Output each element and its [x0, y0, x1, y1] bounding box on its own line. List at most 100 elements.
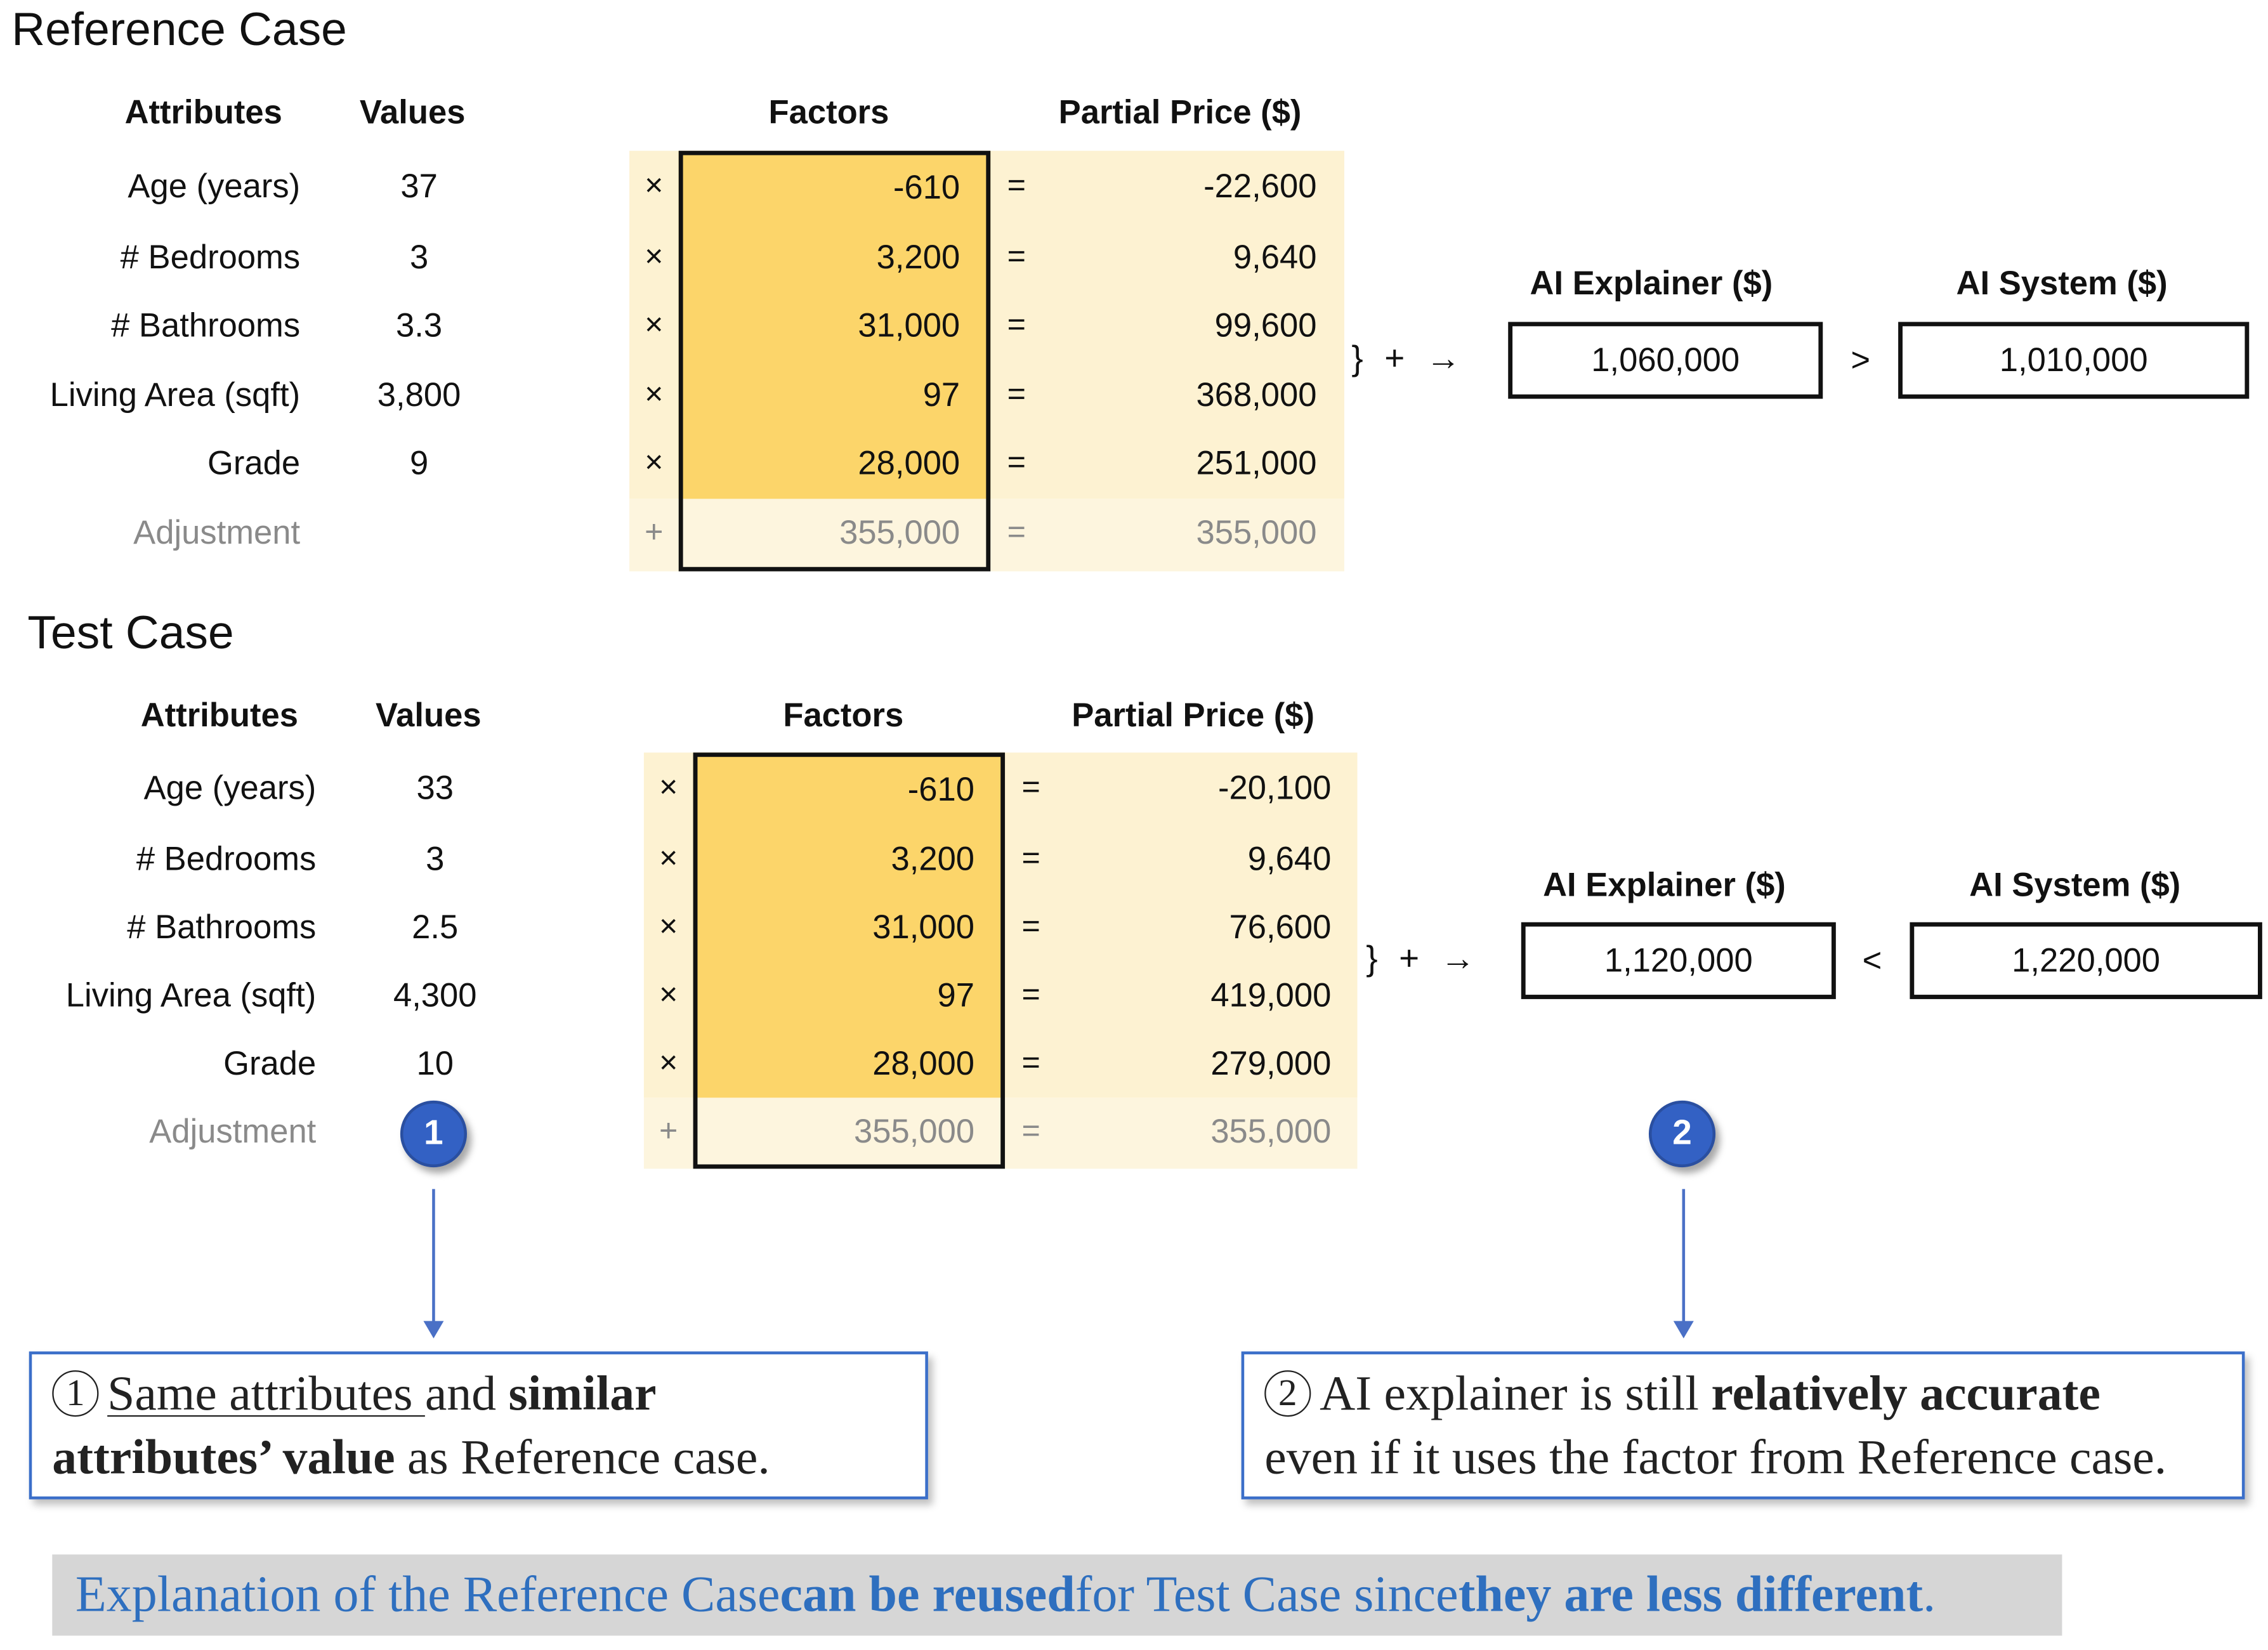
- times-operator: ×: [659, 768, 678, 805]
- factor-value: 3,200: [891, 839, 975, 877]
- connector-line-1: [432, 1189, 435, 1323]
- attributes-header: Attributes: [124, 93, 282, 131]
- equals-operator: =: [1021, 839, 1040, 876]
- partial-price-value: 99,600: [1214, 306, 1317, 344]
- arrow-down-icon: [1673, 1321, 1694, 1339]
- conclusion-emphasis: can be reused: [780, 1566, 1075, 1623]
- plus-operator: +: [659, 1112, 678, 1149]
- ai-explainer-header: AI Explainer ($): [1530, 264, 1773, 302]
- factors-highlight: [693, 752, 1006, 1098]
- attribute-label: # Bathrooms: [127, 907, 317, 946]
- times-operator: ×: [645, 376, 664, 412]
- note-text: AI explainer is still: [1320, 1367, 1712, 1422]
- attribute-label: Grade: [223, 1044, 317, 1082]
- times-operator: ×: [659, 907, 678, 945]
- factor-value: 97: [937, 976, 975, 1014]
- attribute-label: Age (years): [128, 166, 301, 205]
- partial-price-value: 368,000: [1196, 376, 1317, 414]
- adjustment-label: Adjustment: [133, 513, 301, 551]
- factor-value: 3,200: [876, 237, 960, 276]
- attribute-value: 3.3: [396, 306, 443, 344]
- attribute-label: Age (years): [143, 768, 317, 806]
- partial-price-header: Partial Price ($): [1072, 696, 1315, 734]
- attribute-value: 3,800: [377, 376, 461, 414]
- note-text: as Reference case.: [395, 1431, 770, 1485]
- partial-price-value: 419,000: [1210, 976, 1332, 1014]
- times-operator: ×: [645, 166, 664, 204]
- adjustment-partial: 355,000: [1196, 513, 1317, 551]
- reference-case-title: Reference Case: [11, 3, 347, 55]
- equals-operator: =: [1007, 237, 1026, 275]
- partial-price-value: 9,640: [1247, 839, 1332, 877]
- times-operator: ×: [645, 443, 664, 480]
- factor-value: 31,000: [858, 306, 960, 344]
- attribute-value: 3: [426, 839, 445, 877]
- comparison-symbol: >: [1851, 341, 1871, 379]
- equals-operator: =: [1021, 976, 1040, 1012]
- times-operator: ×: [659, 839, 678, 876]
- note-text: and: [424, 1367, 509, 1422]
- attribute-value: 37: [400, 166, 438, 205]
- note-emphasis: attributes’ value: [52, 1431, 395, 1485]
- adjustment-partial: 355,000: [1210, 1112, 1332, 1150]
- note-text: even if it uses the factor from Referenc…: [1264, 1431, 2167, 1485]
- sum-arrow: } + →: [1366, 940, 1476, 979]
- factor-value: -610: [907, 769, 975, 808]
- note-text: Same attributes: [107, 1367, 425, 1422]
- conclusion-banner: Explanation of the Reference Case can be…: [52, 1554, 2062, 1636]
- values-header: Values: [359, 93, 466, 131]
- note-emphasis: similar: [508, 1367, 657, 1422]
- partial-price-value: 279,000: [1210, 1044, 1332, 1082]
- factors-header: Factors: [783, 696, 904, 734]
- equals-operator: =: [1021, 1112, 1040, 1149]
- connector-line-2: [1682, 1189, 1686, 1323]
- marker-2: 2: [1648, 1100, 1716, 1168]
- attribute-label: Grade: [207, 443, 301, 481]
- partial-price-value: -22,600: [1203, 166, 1317, 205]
- attribute-label: # Bathrooms: [111, 306, 301, 344]
- plus-operator: +: [645, 513, 664, 550]
- attribute-value: 9: [409, 443, 429, 481]
- equals-operator: =: [1021, 768, 1040, 805]
- factor-value: -610: [893, 168, 960, 206]
- note-number: 1: [52, 1370, 99, 1417]
- ai-system-header: AI System ($): [1969, 865, 2181, 904]
- equals-operator: =: [1007, 306, 1026, 343]
- equals-operator: =: [1007, 376, 1026, 412]
- equals-operator: =: [1007, 166, 1026, 204]
- attribute-label: Living Area (sqft): [49, 376, 301, 414]
- attribute-value: 3: [409, 237, 429, 276]
- equals-operator: =: [1007, 443, 1026, 480]
- marker-1: 1: [400, 1100, 468, 1168]
- comparison-symbol: <: [1862, 941, 1882, 979]
- conclusion-text: .: [1923, 1566, 1936, 1623]
- attribute-value: 2.5: [412, 907, 459, 946]
- arrow-down-icon: [423, 1321, 444, 1339]
- conclusion-text: for Test Case since: [1075, 1566, 1458, 1623]
- partial-price-value: 9,640: [1233, 237, 1317, 276]
- attribute-label: # Bedrooms: [120, 237, 301, 276]
- values-header: Values: [376, 696, 482, 734]
- ai-system-header: AI System ($): [1956, 264, 2168, 302]
- partial-price-header: Partial Price ($): [1058, 93, 1302, 131]
- ai-explainer-result: 1,120,000: [1521, 922, 1836, 999]
- attribute-label: # Bedrooms: [136, 839, 317, 877]
- times-operator: ×: [645, 237, 664, 275]
- attribute-value: 33: [416, 768, 454, 806]
- attribute-value: 4,300: [393, 976, 477, 1014]
- times-operator: ×: [659, 976, 678, 1012]
- test-case-title: Test Case: [27, 606, 234, 658]
- factors-header: Factors: [768, 93, 889, 131]
- times-operator: ×: [645, 306, 664, 343]
- conclusion-emphasis: they are less different: [1458, 1566, 1924, 1623]
- ai-system-result: 1,010,000: [1898, 322, 2250, 399]
- note-emphasis: relatively accurate: [1711, 1367, 2101, 1422]
- factor-value: 28,000: [872, 1044, 975, 1082]
- note-number: 2: [1264, 1370, 1311, 1417]
- conclusion-text: Explanation of the Reference Case: [75, 1566, 780, 1623]
- times-operator: ×: [659, 1044, 678, 1080]
- sum-arrow: } + →: [1351, 339, 1461, 379]
